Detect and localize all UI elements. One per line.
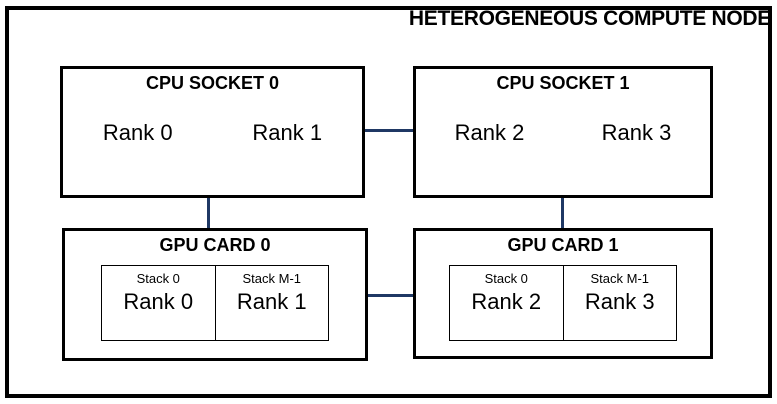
rank-label: Rank 0 (123, 289, 194, 314)
cpu-socket-1-ranks: Rank 2 Rank 3 (416, 120, 710, 146)
stack-label: Stack M-1 (242, 271, 301, 286)
gpu-card-0-box: GPU CARD 0 Stack 0 Rank 0 Stack M-1 Rank… (62, 228, 368, 361)
gpu-card-1-box: GPU CARD 1 Stack 0 Rank 2 Stack M-1 Rank… (413, 228, 713, 359)
cpu-socket-1-box: CPU SOCKET 1 Rank 2 Rank 3 (413, 66, 713, 198)
gpu-stack-cell: Stack M-1 Rank 1 (216, 266, 329, 340)
connector-cpu1-gpu1 (561, 196, 564, 230)
gpu-stack-cell: Stack 0 Rank 2 (450, 266, 564, 340)
rank-label: Rank 0 (102, 120, 173, 145)
rank-label: Rank 2 (454, 120, 525, 145)
gpu-stack-cell: Stack M-1 Rank 3 (564, 266, 677, 340)
stack-label: Stack M-1 (590, 271, 649, 286)
connector-cpu0-cpu1 (363, 129, 415, 132)
rank-label: Rank 2 (471, 289, 542, 314)
gpu-card-0-title: GPU CARD 0 (159, 235, 271, 255)
cpu-socket-1-title: CPU SOCKET 1 (496, 73, 630, 93)
gpu-card-1-stack-box: Stack 0 Rank 2 Stack M-1 Rank 3 (449, 265, 677, 341)
stack-label: Stack 0 (136, 271, 180, 286)
gpu-card-1-title: GPU CARD 1 (507, 235, 619, 255)
cpu-socket-0-title: CPU SOCKET 0 (145, 73, 280, 93)
connector-gpu0-gpu1 (366, 294, 415, 297)
node-outer-frame (5, 6, 772, 398)
rank-label: Rank 3 (584, 289, 655, 314)
node-title: HETEROGENEOUS COMPUTE NODE (408, 7, 771, 30)
rank-label: Rank 1 (236, 289, 307, 314)
cpu-socket-0-ranks: Rank 0 Rank 1 (63, 120, 362, 146)
stack-label: Stack 0 (484, 271, 528, 286)
gpu-stack-cell: Stack 0 Rank 0 (102, 266, 216, 340)
gpu-card-0-stack-box: Stack 0 Rank 0 Stack M-1 Rank 1 (101, 265, 329, 341)
connector-cpu0-gpu0 (207, 196, 210, 230)
rank-label: Rank 3 (601, 120, 672, 145)
cpu-socket-0-box: CPU SOCKET 0 Rank 0 Rank 1 (60, 66, 365, 198)
rank-label: Rank 1 (252, 120, 323, 145)
